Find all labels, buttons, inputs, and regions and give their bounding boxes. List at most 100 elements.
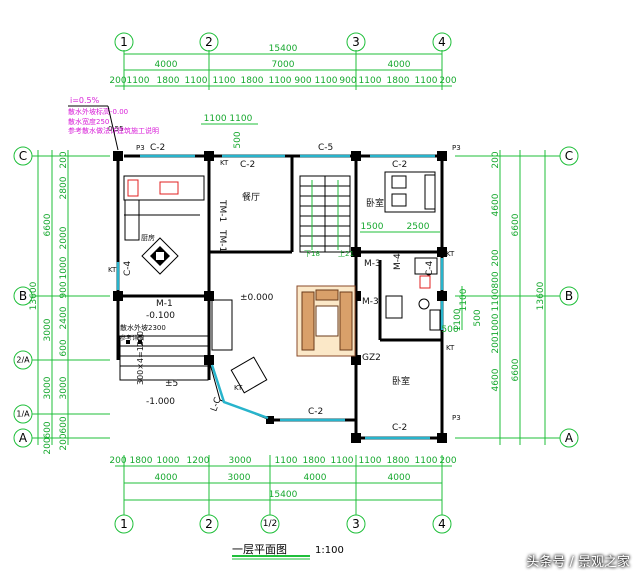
axis-bubble-C-left: C — [13, 146, 33, 166]
axis-bubble-B-right: B — [559, 286, 579, 306]
svg-text:900: 900 — [294, 76, 311, 86]
axis-bubble-1-bottom: 1 — [114, 514, 134, 534]
svg-text:TM-1: TM-1 — [217, 229, 227, 252]
svg-text:1000: 1000 — [491, 313, 501, 336]
svg-text:500: 500 — [233, 131, 243, 148]
svg-text:L-C: L-C — [209, 396, 223, 413]
svg-text:600: 600 — [59, 339, 69, 356]
svg-text:C-2: C-2 — [392, 160, 407, 170]
svg-text:KT: KT — [108, 266, 117, 274]
svg-text:4000: 4000 — [388, 473, 411, 483]
svg-text:2: 2 — [205, 35, 213, 49]
svg-text:i=0.5%: i=0.5% — [70, 96, 100, 105]
svg-text:200: 200 — [43, 437, 53, 454]
slope-note: i=0.5% 散水外坡标高-0.00 散水宽度250 参考散水做法详建筑施工说明 — [68, 96, 159, 151]
svg-text:M-3: M-3 — [364, 259, 381, 269]
svg-text:1800: 1800 — [130, 456, 153, 466]
svg-text:±0.000: ±0.000 — [240, 293, 274, 303]
svg-text:C-5: C-5 — [318, 143, 333, 153]
svg-text:1/A: 1/A — [16, 410, 30, 419]
svg-text:4000: 4000 — [304, 473, 327, 483]
svg-text:200: 200 — [59, 151, 69, 168]
svg-text:上21: 上21 — [338, 249, 354, 258]
svg-text:3: 3 — [352, 35, 360, 49]
svg-text:4000: 4000 — [155, 60, 178, 70]
axis-bubble-2A-left: 2/A — [13, 350, 33, 370]
svg-text:散水外坡标高-0.00: 散水外坡标高-0.00 — [68, 107, 128, 116]
svg-text:P3: P3 — [136, 144, 145, 152]
svg-text:3000: 3000 — [43, 318, 53, 341]
svg-text:1100: 1100 — [359, 76, 382, 86]
svg-text:2800: 2800 — [59, 176, 69, 199]
svg-text:1800: 1800 — [303, 456, 326, 466]
svg-text:600: 600 — [43, 421, 53, 438]
svg-text:M-3: M-3 — [362, 297, 379, 307]
svg-text:1800: 1800 — [241, 76, 264, 86]
title-name: 一层平面图 — [232, 543, 287, 556]
svg-text:GZ2: GZ2 — [362, 353, 381, 363]
entry-steps — [119, 299, 233, 381]
staircase — [299, 175, 351, 253]
svg-text:1/2: 1/2 — [263, 519, 277, 529]
svg-text:500: 500 — [473, 309, 483, 326]
svg-text:1100: 1100 — [415, 456, 438, 466]
svg-text:TM-1: TM-1 — [217, 199, 227, 222]
svg-text:1100: 1100 — [185, 76, 208, 86]
bottom-dimension-chain: 200 1800 1200 3000 1100 1800 1100 1100 1… — [109, 455, 457, 515]
svg-text:4: 4 — [438, 517, 446, 531]
svg-text:1100: 1100 — [453, 308, 463, 331]
svg-text:散水宽度250: 散水宽度250 — [68, 117, 109, 126]
axis-bubble-half-bottom: 1/2 — [260, 514, 280, 534]
svg-text:1000: 1000 — [59, 256, 69, 279]
svg-text:1100: 1100 — [315, 76, 338, 86]
svg-text:2400: 2400 — [59, 306, 69, 329]
svg-text:1100: 1100 — [491, 288, 501, 311]
svg-text:C-2: C-2 — [150, 143, 165, 153]
svg-text:200: 200 — [439, 76, 456, 86]
svg-text:B: B — [565, 289, 573, 303]
axis-bubble-C-right: C — [559, 146, 579, 166]
svg-text:6600: 6600 — [511, 213, 521, 236]
svg-text:500: 500 — [441, 325, 458, 335]
svg-text:厨房: 厨房 — [141, 233, 155, 242]
svg-text:3000: 3000 — [229, 456, 252, 466]
axis-bubble-A-left: A — [13, 428, 33, 448]
svg-text:1100: 1100 — [127, 76, 150, 86]
svg-text:1100: 1100 — [459, 288, 469, 311]
watermark: 头条号 / 景观之家 — [526, 555, 630, 570]
exterior-walls — [116, 154, 444, 440]
svg-text:C-2: C-2 — [240, 160, 255, 170]
svg-text:3: 3 — [352, 517, 360, 531]
axis-bubble-4-bottom: 4 — [432, 514, 452, 534]
dining-table — [141, 237, 179, 275]
svg-text:3000: 3000 — [43, 376, 53, 399]
svg-text:1100: 1100 — [359, 456, 382, 466]
svg-text:4600: 4600 — [491, 193, 501, 216]
svg-text:15400: 15400 — [269, 44, 298, 54]
axis-bubble-1A-left: 1/A — [13, 404, 33, 424]
svg-text:B: B — [19, 289, 27, 303]
svg-text:300×4=1200: 300×4=1200 — [136, 331, 145, 385]
title-scale: 1:100 — [315, 545, 344, 556]
svg-text:卧室: 卧室 — [392, 375, 410, 387]
svg-text:1800: 1800 — [387, 456, 410, 466]
svg-text:200: 200 — [109, 456, 126, 466]
svg-text:4000: 4000 — [155, 473, 178, 483]
svg-text:1100: 1100 — [269, 76, 292, 86]
svg-text:600: 600 — [59, 416, 69, 433]
svg-text:P3: P3 — [452, 414, 461, 422]
svg-text:M-1: M-1 — [156, 299, 173, 309]
svg-text:6600: 6600 — [511, 358, 521, 381]
svg-text:1000: 1000 — [157, 456, 180, 466]
axis-bubble-4-top: 4 — [432, 32, 452, 52]
bed-upper — [384, 171, 436, 213]
axis-bubble-A-right: A — [559, 428, 579, 448]
svg-text:800: 800 — [491, 271, 501, 288]
svg-text:3000: 3000 — [59, 376, 69, 399]
svg-text:900: 900 — [59, 281, 69, 298]
svg-text:200: 200 — [491, 249, 501, 266]
entrance-porch — [208, 356, 271, 421]
axis-bubble-2-top: 2 — [199, 32, 219, 52]
svg-text:M-4: M-4 — [393, 253, 403, 270]
